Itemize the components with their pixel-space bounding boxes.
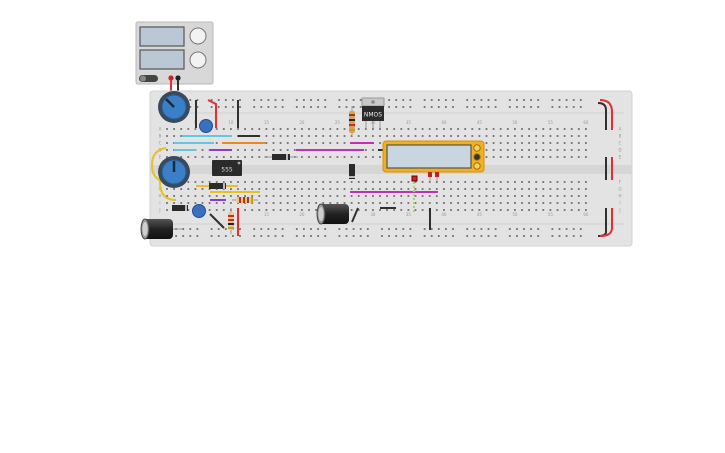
resistor-vertical-bottom[interactable] bbox=[228, 208, 234, 234]
column-number: 45 bbox=[477, 120, 483, 125]
potentiometer-top[interactable] bbox=[158, 91, 190, 123]
column-number: 20 bbox=[299, 212, 305, 217]
diode-4[interactable] bbox=[349, 164, 355, 179]
timer-ic[interactable]: 555 bbox=[212, 160, 242, 176]
row-label: C bbox=[619, 141, 622, 146]
led-red-2[interactable] bbox=[435, 172, 439, 181]
negative-terminal[interactable] bbox=[175, 75, 181, 81]
current-knob[interactable] bbox=[189, 51, 207, 69]
row-label: J bbox=[158, 208, 160, 213]
lcd-pin-1[interactable] bbox=[473, 144, 481, 152]
right-rail-black-wire[interactable] bbox=[597, 102, 607, 130]
column-number: 60 bbox=[583, 120, 589, 125]
voltage-knob[interactable] bbox=[189, 27, 207, 45]
row-label: B bbox=[159, 134, 162, 139]
nmos-label: NMOS bbox=[364, 112, 382, 119]
row-label: G bbox=[618, 187, 621, 192]
ceramic-capacitor-2[interactable] bbox=[192, 204, 206, 218]
led-red[interactable] bbox=[428, 172, 432, 181]
row-label: H bbox=[158, 194, 161, 199]
lcd-pin-2[interactable] bbox=[473, 153, 481, 161]
wire-black-diag-2[interactable] bbox=[351, 207, 359, 223]
column-number: 15 bbox=[264, 212, 270, 217]
column-number: 20 bbox=[299, 120, 305, 125]
resistor-vertical-top[interactable] bbox=[349, 106, 355, 136]
wire-yellow-loop[interactable] bbox=[150, 147, 167, 183]
row-label: A bbox=[159, 127, 162, 132]
column-number: 25 bbox=[335, 120, 341, 125]
right-bottom-red-wire[interactable] bbox=[599, 208, 613, 237]
wire-red-top[interactable] bbox=[207, 99, 217, 128]
nmos-transistor[interactable]: NMOS bbox=[361, 97, 385, 128]
power-supply[interactable] bbox=[135, 21, 214, 85]
diode-3[interactable] bbox=[172, 205, 188, 211]
row-label: D bbox=[618, 148, 621, 153]
column-number: 40 bbox=[441, 120, 447, 125]
electrolytic-capacitor-1[interactable] bbox=[140, 218, 182, 240]
timer-ic-label: 555 bbox=[221, 167, 233, 174]
column-number: 50 bbox=[512, 212, 518, 217]
row-label: E bbox=[159, 155, 162, 160]
ceramic-capacitor-1[interactable] bbox=[199, 119, 213, 133]
column-number: 60 bbox=[583, 212, 589, 217]
resistor-horizontal[interactable] bbox=[232, 197, 258, 203]
column-number: 15 bbox=[264, 120, 270, 125]
wires[interactable] bbox=[150, 99, 438, 236]
led-red-3[interactable] bbox=[411, 175, 418, 182]
potentiometer-top-indicator bbox=[165, 98, 175, 108]
diode-2[interactable] bbox=[209, 183, 226, 189]
row-label: A bbox=[619, 127, 622, 132]
lcd-screen bbox=[386, 144, 472, 169]
column-number: 30 bbox=[370, 212, 376, 217]
row-label: E bbox=[619, 155, 622, 160]
row-label: I bbox=[159, 201, 160, 206]
diode-1[interactable] bbox=[264, 154, 298, 160]
lcd-display[interactable] bbox=[382, 140, 485, 173]
wire-black-diag[interactable] bbox=[209, 213, 225, 229]
current-display bbox=[139, 49, 185, 70]
positive-terminal[interactable] bbox=[168, 75, 174, 81]
row-label: F bbox=[619, 180, 622, 185]
potentiometer-bottom[interactable] bbox=[158, 156, 190, 188]
lcd-pin-3[interactable] bbox=[473, 162, 481, 170]
column-number: 10 bbox=[228, 120, 234, 125]
row-label: B bbox=[619, 134, 622, 139]
column-number: 40 bbox=[441, 212, 447, 217]
column-number: 55 bbox=[548, 212, 554, 217]
column-number: 50 bbox=[512, 120, 518, 125]
column-number: 35 bbox=[406, 212, 412, 217]
row-label: H bbox=[618, 194, 621, 199]
column-number: 35 bbox=[406, 120, 412, 125]
wire-yellow-loop-2[interactable] bbox=[159, 181, 177, 201]
column-number: 55 bbox=[548, 120, 554, 125]
row-label: J bbox=[618, 208, 620, 213]
row-label: I bbox=[619, 201, 620, 206]
voltage-display bbox=[139, 26, 185, 47]
column-number: 45 bbox=[477, 212, 483, 217]
electrolytic-capacitor-2[interactable] bbox=[316, 203, 349, 225]
right-rail-red-wire[interactable] bbox=[599, 99, 613, 130]
row-label: C bbox=[159, 141, 162, 146]
